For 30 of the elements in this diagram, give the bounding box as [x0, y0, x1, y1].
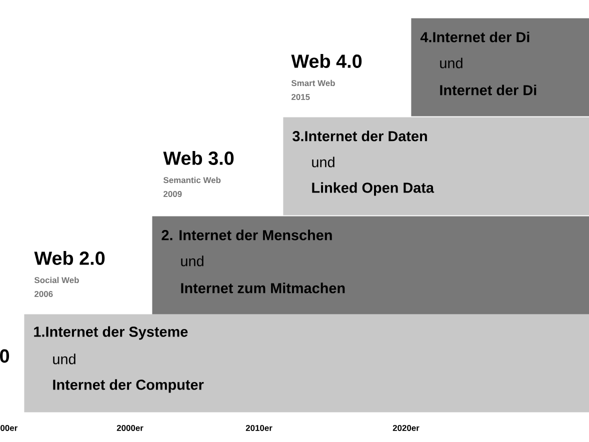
band-text: 1.Internet der Systeme — [34, 326, 188, 340]
band-text: Internet der Di — [440, 84, 536, 96]
web-subtitle: 2015 — [292, 94, 310, 100]
web-subtitle: Social Web — [34, 276, 79, 284]
decade-label: 2010er — [246, 425, 272, 431]
band — [283, 117, 589, 216]
web-subtitle: 2009 — [164, 191, 182, 197]
band — [24, 314, 589, 412]
band-text: und — [53, 354, 76, 364]
web-subtitle: 2006 — [34, 291, 53, 297]
band-text: 3.Internet der Daten — [292, 130, 427, 142]
band — [152, 216, 589, 314]
band-text: und — [440, 58, 462, 68]
band-text: 4.Internet der Di — [420, 32, 530, 42]
web-version-label: Web 3.0 — [163, 151, 234, 165]
decade-label: 2020er — [392, 425, 420, 431]
web-subtitle: Smart Web — [291, 80, 335, 86]
web-subtitle: Semantic Web — [163, 176, 221, 184]
web-version-label: Web 2.0 — [34, 251, 105, 265]
web-version-label: 0 — [0, 349, 10, 363]
band-text: Internet der Computer — [53, 379, 204, 393]
band-text: und — [312, 156, 334, 168]
decade-label: 2000er — [116, 425, 144, 431]
band-text: Internet zum Mitmachen — [181, 282, 345, 294]
decade-label: 00er — [0, 425, 18, 431]
band-text: und — [181, 256, 204, 266]
band-text: Linked Open Data — [312, 182, 434, 196]
band — [411, 18, 589, 116]
web-version-label: Web 4.0 — [291, 54, 362, 68]
band-text: 2. Internet der Menschen — [162, 230, 332, 240]
